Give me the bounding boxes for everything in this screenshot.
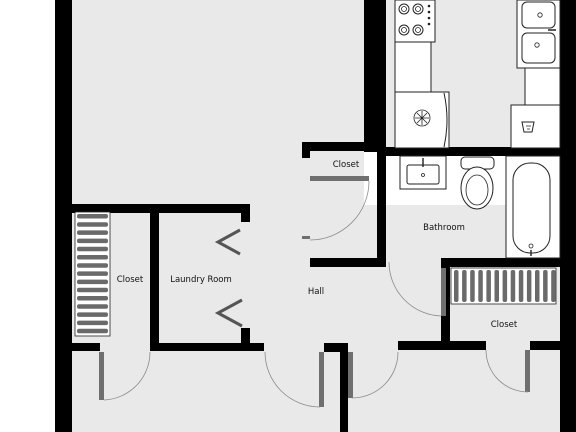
hanger-icon xyxy=(454,270,459,302)
hanger-icon xyxy=(77,328,108,334)
hanger-icon xyxy=(77,320,108,326)
hanger-icon xyxy=(502,270,508,302)
counter-icon xyxy=(524,67,561,106)
shelving-icon xyxy=(74,211,111,337)
room-label-laundry-room: Laundry Room xyxy=(170,275,232,285)
room-label-bathroom: Bathroom xyxy=(423,223,465,233)
room-label-closet: Closet xyxy=(117,275,144,285)
dishwasher-icon xyxy=(510,104,561,149)
hanger-icon xyxy=(526,270,532,302)
door-icon xyxy=(348,351,399,399)
room-label-closet: Closet xyxy=(491,320,518,330)
hanger-icon xyxy=(77,279,108,285)
hanger-icon xyxy=(551,270,556,302)
counter-icon xyxy=(394,41,432,93)
hanger-icon xyxy=(462,270,467,302)
refrigerator-icon xyxy=(394,91,450,149)
hanger-icon xyxy=(543,270,548,302)
hanger-icon xyxy=(478,270,483,302)
hanger-icon xyxy=(470,270,475,302)
shelving-icon xyxy=(450,267,557,305)
stove-icon xyxy=(394,0,436,43)
hanger-icon xyxy=(77,271,108,276)
hanger-icon xyxy=(494,270,499,302)
hanger-icon xyxy=(77,214,108,219)
door-icon xyxy=(485,349,530,393)
room-label-hall: Hall xyxy=(308,287,324,297)
bathtub-icon xyxy=(505,155,561,259)
hanger-icon xyxy=(77,255,108,260)
hanger-icon xyxy=(77,238,108,244)
hanger-icon xyxy=(77,230,108,235)
hanger-icon xyxy=(510,270,516,302)
door-icon xyxy=(388,261,446,317)
hanger-icon xyxy=(77,287,108,293)
hanger-icon xyxy=(486,270,491,302)
bathroom-sink-icon xyxy=(399,155,447,190)
floor-areas xyxy=(72,0,562,432)
door-icon xyxy=(264,351,324,408)
hanger-icon xyxy=(535,270,540,302)
door-icon xyxy=(99,351,151,401)
hanger-icon xyxy=(77,222,108,227)
hanger-icon xyxy=(77,304,108,309)
hanger-icon xyxy=(77,296,108,301)
kitchen-sink-icon xyxy=(516,0,561,69)
room-label-closet: Closet xyxy=(333,160,360,170)
door-icon xyxy=(302,176,370,241)
hanger-icon xyxy=(77,312,108,317)
hanger-icon xyxy=(518,270,524,302)
hanger-icon xyxy=(77,263,108,268)
hanger-icon xyxy=(77,246,108,252)
laundry-hookup-icon xyxy=(214,228,243,328)
toilet-icon xyxy=(460,156,495,210)
